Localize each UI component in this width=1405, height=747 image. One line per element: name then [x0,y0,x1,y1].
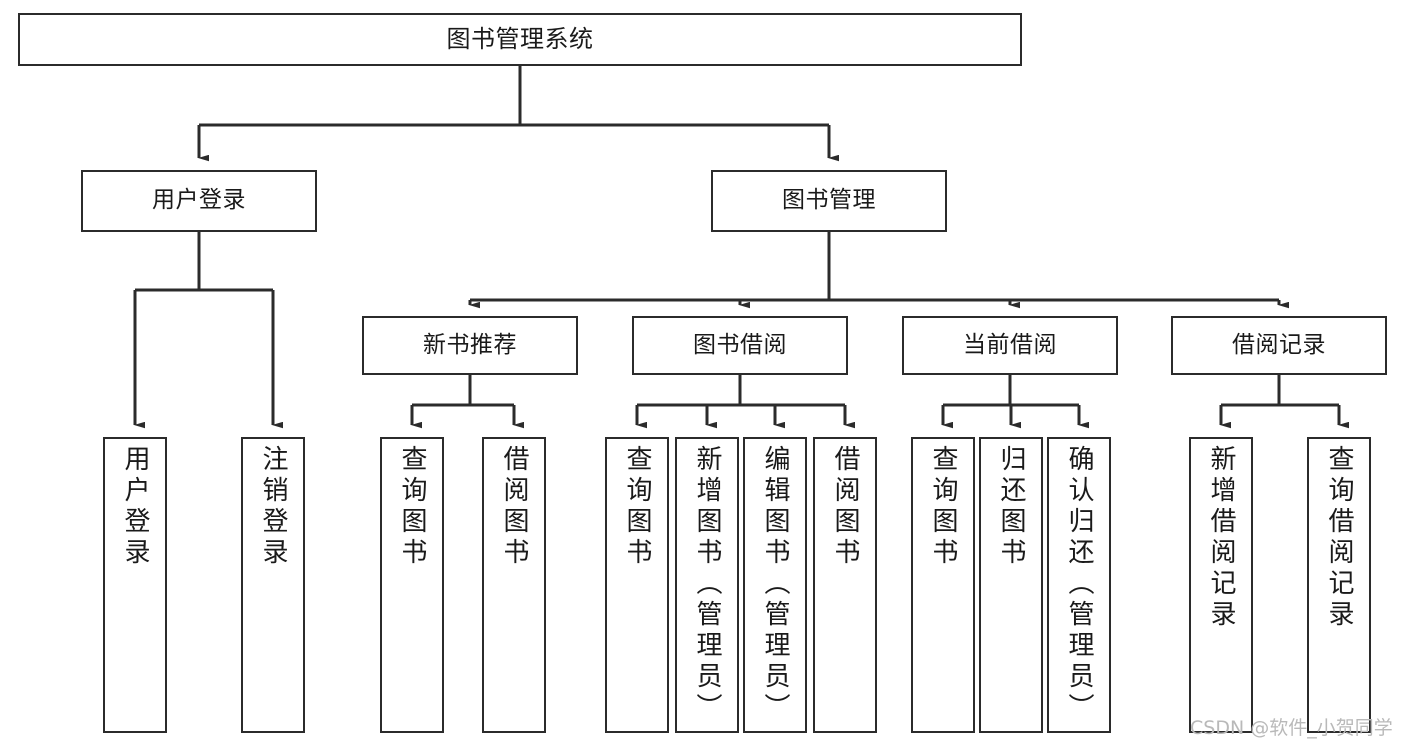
leaf-new-book-query[interactable]: 查询图书 [380,437,444,733]
node-label: 图书管理系统 [446,25,594,54]
node-label: 查询图书 [622,445,652,569]
node-label: 查询图书 [928,445,958,569]
leaf-user-login-signin[interactable]: 用户登录 [103,437,167,733]
node-label: 用户登录 [152,187,246,214]
node-new-book-recommend[interactable]: 新书推荐 [362,316,578,375]
node-label: 确认归还（管理员） [1064,445,1094,724]
leaf-new-book-borrow[interactable]: 借阅图书 [482,437,546,733]
leaf-current-query-book[interactable]: 查询图书 [911,437,975,733]
node-user-login[interactable]: 用户登录 [81,170,317,232]
node-book-management[interactable]: 图书管理 [711,170,947,232]
node-label: 注销登录 [258,445,288,569]
leaf-borrow-edit-book[interactable]: 编辑图书（管理员） [743,437,807,733]
node-label: 用户登录 [120,445,150,569]
node-label: 借阅图书 [830,445,860,569]
node-label: 编辑图书（管理员） [760,445,790,724]
node-root-system[interactable]: 图书管理系统 [18,13,1022,66]
node-label: 图书借阅 [693,331,787,358]
node-label: 图书管理 [782,187,876,214]
node-label: 新增借阅记录 [1206,445,1236,631]
leaf-borrow-borrow-book[interactable]: 借阅图书 [813,437,877,733]
node-borrow-record[interactable]: 借阅记录 [1171,316,1387,375]
leaf-record-query[interactable]: 查询借阅记录 [1307,437,1371,733]
leaf-borrow-query-book[interactable]: 查询图书 [605,437,669,733]
node-label: 新书推荐 [423,331,517,358]
leaf-current-confirm-return[interactable]: 确认归还（管理员） [1047,437,1111,733]
node-label: 查询借阅记录 [1324,445,1354,631]
leaf-current-return-book[interactable]: 归还图书 [979,437,1043,733]
node-current-borrow[interactable]: 当前借阅 [902,316,1118,375]
leaf-record-add[interactable]: 新增借阅记录 [1189,437,1253,733]
watermark-text: CSDN @软件_小贺同学 [1190,717,1393,739]
node-label: 查询图书 [397,445,427,569]
node-label: 当前借阅 [963,331,1057,358]
node-label: 归还图书 [996,445,1026,569]
node-book-borrow[interactable]: 图书借阅 [632,316,848,375]
node-label: 借阅图书 [499,445,529,569]
node-label: 新增图书（管理员） [692,445,722,724]
leaf-user-login-signout[interactable]: 注销登录 [241,437,305,733]
node-label: 借阅记录 [1232,331,1326,358]
leaf-borrow-add-book[interactable]: 新增图书（管理员） [675,437,739,733]
